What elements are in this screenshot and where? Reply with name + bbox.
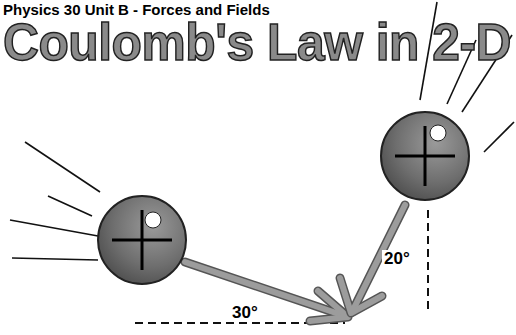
angle-label: 30° — [230, 304, 260, 322]
header-text: Physics 30 Unit B - Forces and Fields — [3, 1, 270, 18]
angle-label: 20° — [382, 250, 412, 268]
positive-charge — [98, 196, 186, 284]
positive-charge — [381, 112, 469, 200]
page-title: Coulomb's Law in 2-D — [3, 12, 511, 72]
motion-lines — [10, 142, 100, 260]
force-arrow — [185, 262, 348, 321]
reference-line — [427, 210, 429, 310]
